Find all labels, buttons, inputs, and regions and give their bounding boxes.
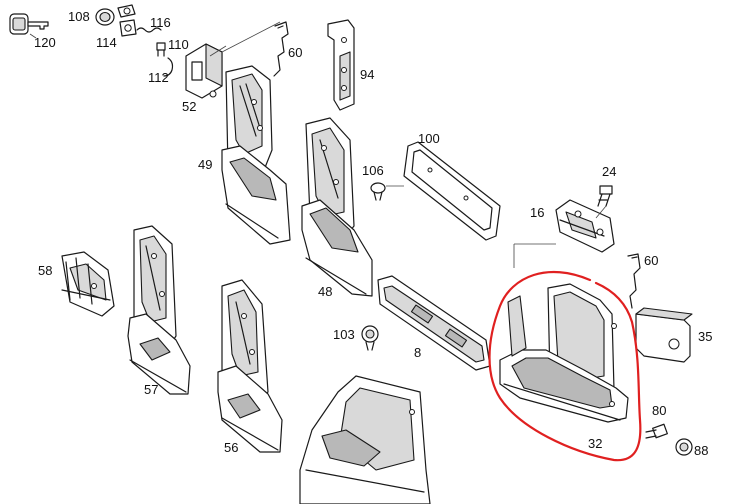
lock-ring-part (118, 5, 135, 17)
callout-60-upper: 60 (288, 45, 303, 60)
callout-52: 52 (182, 99, 197, 114)
lock-plate-114 (120, 20, 136, 36)
screw-106 (371, 183, 404, 200)
callout-94: 94 (360, 67, 375, 82)
bracket-94 (328, 20, 354, 110)
callout-58: 58 (38, 263, 53, 278)
trim-bottom-center (300, 376, 430, 504)
callout-16: 16 (530, 205, 545, 220)
step-strip-8 (378, 276, 490, 370)
callout-24: 24 (602, 164, 617, 179)
callout-56: 56 (224, 440, 239, 455)
rod-60-upper (274, 22, 288, 76)
callout-100: 100 (418, 131, 440, 146)
screw-110 (157, 43, 165, 56)
key-part-120 (10, 14, 48, 38)
trim-56 (218, 280, 282, 452)
spring-116 (137, 28, 161, 32)
callout-35: 35 (698, 329, 713, 344)
bracket-58 (62, 252, 114, 316)
callout-48: 48 (318, 284, 333, 299)
highlight-circle (488, 270, 642, 462)
callout-108: 108 (68, 9, 90, 24)
corner-trim-32 (500, 284, 628, 422)
callout-116: 116 (150, 15, 171, 30)
callout-103: 103 (333, 327, 355, 342)
rod-60-lower (628, 254, 640, 308)
callout-49: 49 (198, 157, 213, 172)
callout-57: 57 (144, 382, 159, 397)
latch-16 (514, 200, 614, 268)
callout-112: 112 (148, 70, 169, 85)
bolt-80 (646, 424, 667, 438)
callout-80: 80 (652, 403, 667, 418)
cap-88 (676, 439, 692, 455)
callout-110: 110 (168, 37, 189, 52)
trim-49 (222, 66, 290, 244)
trim-57 (128, 226, 190, 394)
callout-120: 120 (34, 35, 56, 50)
callout-60-lower: 60 (644, 253, 659, 268)
plate-frame-100 (404, 142, 500, 240)
clip-112 (164, 58, 173, 76)
callout-114: 114 (96, 35, 117, 50)
callout-88: 88 (694, 443, 709, 458)
callout-8: 8 (414, 345, 422, 360)
callout-32: 32 (588, 436, 603, 451)
lock-cylinder-108 (96, 9, 114, 25)
trim-48 (302, 118, 372, 296)
callout-106: 106 (362, 163, 384, 178)
lock-housing-52 (186, 44, 226, 98)
bolt-24 (598, 186, 612, 206)
clip-103 (362, 326, 378, 350)
bracket-35 (636, 308, 692, 362)
